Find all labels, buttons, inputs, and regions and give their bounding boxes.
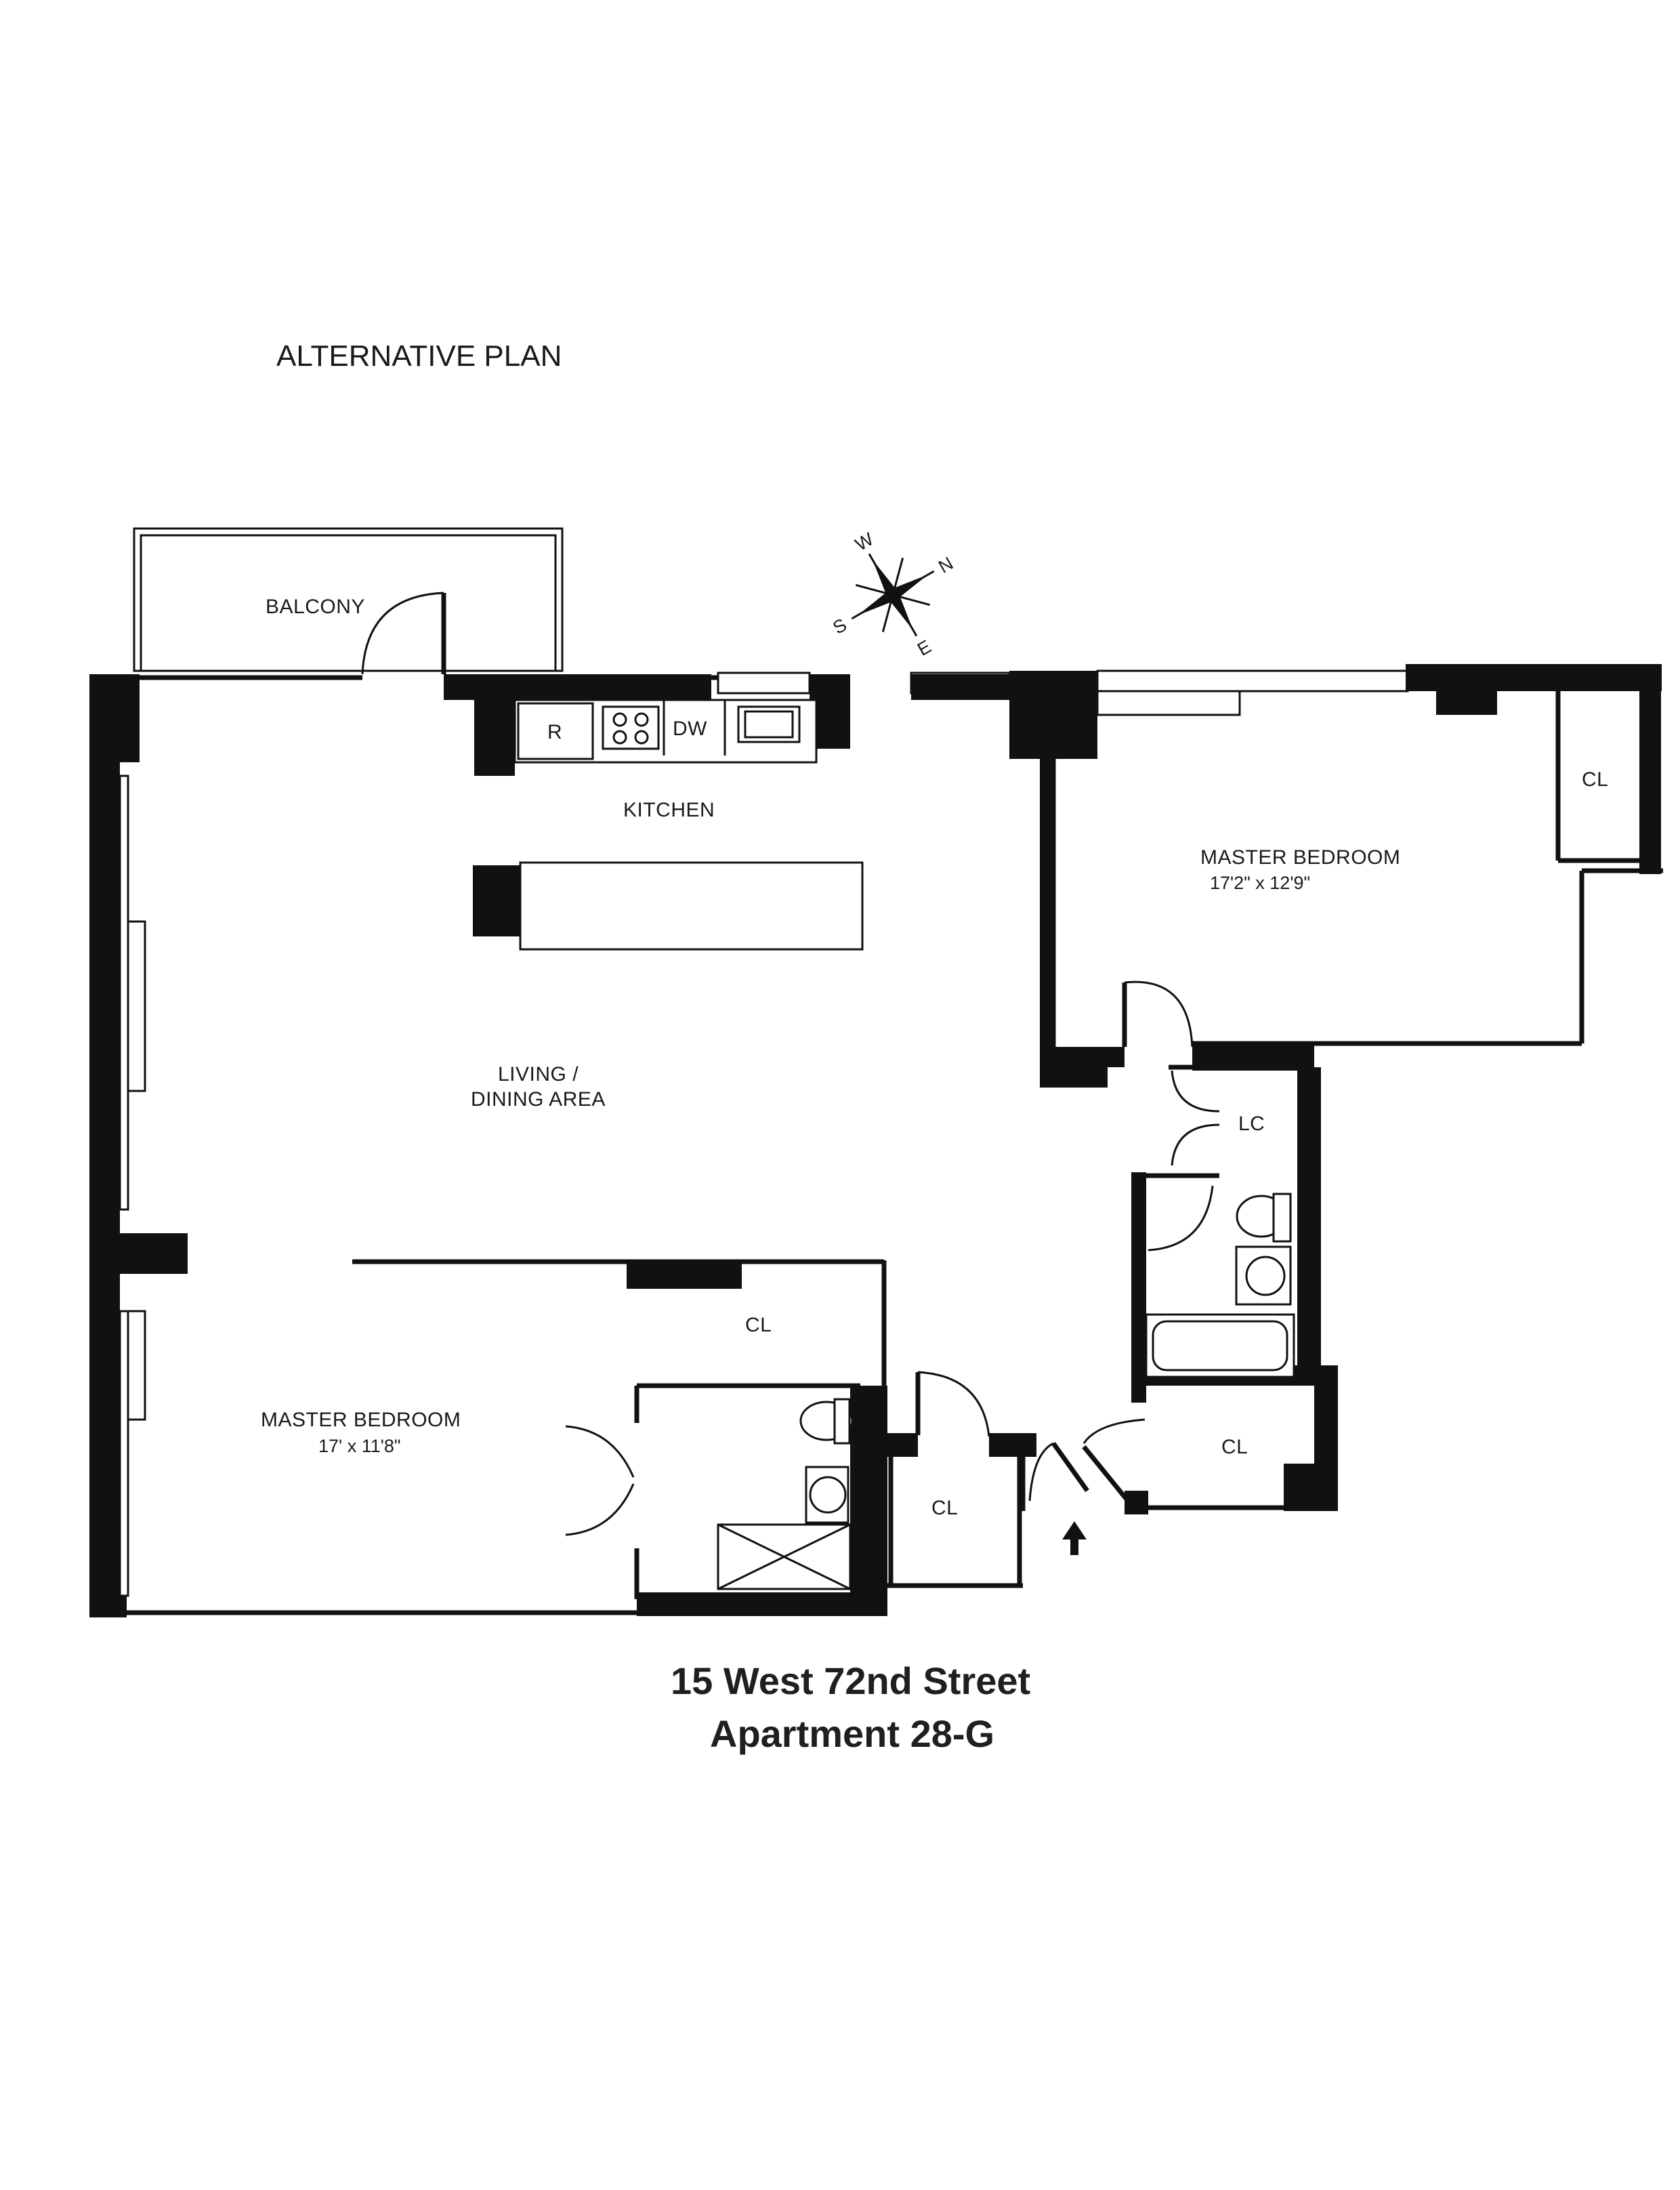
cooktop-icon <box>602 705 660 750</box>
compass-rose: N S E W <box>829 529 957 660</box>
kitchen-label: KITCHEN <box>623 799 715 821</box>
living-dining-label-line1: LIVING / <box>498 1063 579 1086</box>
dishwasher-label: DW <box>673 718 707 740</box>
sink-icon <box>805 1466 849 1524</box>
closet-entry-right-label: CL <box>1221 1436 1248 1458</box>
sink-icon <box>737 705 801 743</box>
master-bath <box>717 1398 854 1590</box>
kitchen-island <box>473 861 864 951</box>
refrigerator-label: R <box>547 721 562 743</box>
balcony: BALCONY <box>133 527 564 675</box>
refrigerator <box>517 702 594 760</box>
compass-east-label: E <box>914 636 935 660</box>
closet-bedroom-label: CL <box>745 1314 772 1336</box>
compass-west-label: W <box>852 529 877 555</box>
balcony-label: BALCONY <box>266 596 365 618</box>
kitchen-counters: R DW <box>513 699 818 764</box>
hall-bath <box>1145 1185 1295 1378</box>
linen-closet-label: LC <box>1238 1113 1265 1135</box>
master-bedroom-right-size: 17'2" x 12'9" <box>1210 873 1310 893</box>
bathtub-icon <box>1145 1313 1295 1378</box>
entry-arrow-icon <box>1062 1521 1087 1555</box>
closet-entry-left-label: CL <box>931 1497 958 1519</box>
living-dining-label-line2: DINING AREA <box>471 1088 606 1111</box>
closet-right-top-label: CL <box>1582 768 1608 791</box>
compass-north-label: N <box>935 553 957 577</box>
master-bedroom-right-label: MASTER BEDROOM <box>1200 846 1400 869</box>
entry-door <box>1028 1441 1089 1555</box>
plan-title: ALTERNATIVE PLAN <box>276 339 562 373</box>
master-bedroom-left-size: 17' x 11'8" <box>318 1436 400 1456</box>
compass-south-label: S <box>829 615 850 638</box>
master-bedroom-left-label: MASTER BEDROOM <box>261 1409 461 1431</box>
address-street: 15 West 72nd Street <box>671 1659 1030 1702</box>
address-unit: Apartment 28-G <box>710 1712 994 1755</box>
walls <box>89 664 1663 1617</box>
